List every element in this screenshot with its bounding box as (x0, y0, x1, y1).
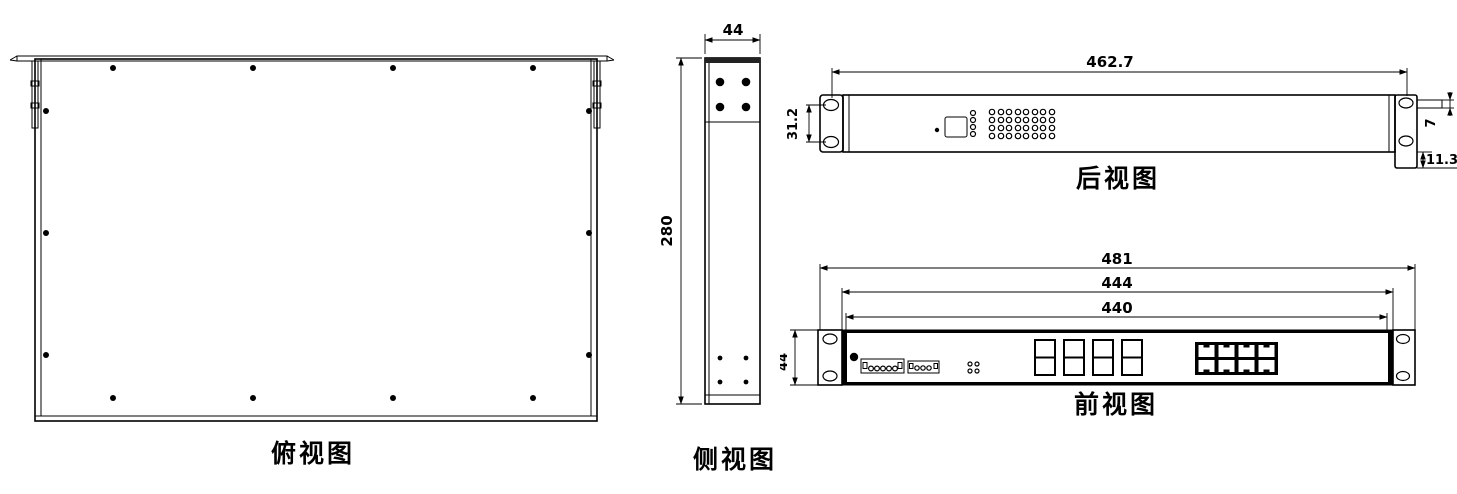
side-view-dim-width: 44 (704, 21, 761, 54)
rear-view-label: 后视图 (1076, 165, 1160, 193)
front-view-dim-flange: 444 (841, 274, 1394, 330)
front-view-right-ear (1392, 329, 1416, 386)
side-view: 44 280 侧视图 (640, 8, 830, 486)
rear-view-vent-grid (988, 108, 1056, 140)
top-view-drawing: 俯视图 (9, 55, 615, 468)
svg-text:44: 44 (723, 21, 744, 39)
side-view-dim-height: 280 (658, 57, 702, 405)
svg-text:7: 7 (1424, 118, 1439, 127)
rear-view-right-ear (1394, 94, 1443, 169)
side-view-body-outline (704, 57, 761, 405)
side-view-upper-screws (715, 77, 751, 112)
top-view-left-bracket (30, 60, 40, 129)
side-view-body-details (705, 58, 760, 404)
front-view-dim-body: 440 (845, 299, 1388, 330)
front-view-body-outline (841, 329, 1394, 386)
svg-text:31.2: 31.2 (786, 108, 801, 140)
top-view-screws (43, 65, 592, 401)
svg-text:280: 280 (658, 215, 676, 246)
front-view-terminal-block-2 (907, 360, 940, 374)
rear-view-body-outline (842, 94, 1396, 153)
side-view-label: 侧视图 (693, 445, 777, 474)
side-view-lower-screws (717, 355, 749, 385)
front-view-drawing: 481 444 440 44 (780, 250, 1416, 419)
front-view-module-slots (1034, 339, 1143, 376)
front-view: 481 444 440 44 (780, 250, 1457, 422)
front-view-led-dots (967, 361, 980, 374)
rear-view-dim-width: 462.7 (831, 53, 1408, 98)
rear-view-vent-column (969, 109, 977, 138)
front-view-label: 前视图 (1074, 390, 1158, 419)
top-view-inner-edges (35, 59, 597, 417)
rear-view-ground-dot (934, 127, 940, 133)
svg-text:462.7: 462.7 (1086, 53, 1133, 71)
rear-view-panel-seams (848, 95, 1390, 152)
front-view-ground-stud (849, 352, 859, 362)
svg-text:44: 44 (780, 353, 791, 371)
front-view-left-ear (817, 329, 843, 386)
top-view-right-bracket (592, 60, 602, 129)
side-view-drawing: 44 280 侧视图 (658, 21, 777, 474)
top-view: 俯视图 (8, 42, 630, 482)
rear-view-dim-hole-spacing: 31.2 (786, 104, 826, 143)
rear-view-dim-tab: 7 (1424, 92, 1454, 128)
svg-text:440: 440 (1101, 299, 1132, 317)
top-view-flange (9, 55, 615, 62)
rear-view-power-socket (944, 116, 968, 138)
rear-view-dim-ear-drop: 11.3 (1417, 151, 1457, 169)
front-view-rj45-block (1195, 342, 1278, 375)
front-view-dim-height: 44 (780, 329, 818, 386)
top-view-label: 俯视图 (271, 439, 355, 468)
rear-view: 462.7 31.2 (780, 40, 1457, 198)
front-view-terminal-block-1 (860, 358, 905, 374)
rear-view-drawing: 462.7 31.2 (786, 53, 1457, 193)
svg-text:11.3: 11.3 (1426, 153, 1457, 168)
front-view-dim-overall: 481 (819, 250, 1416, 330)
top-view-chassis-outline (34, 58, 598, 422)
svg-text:481: 481 (1101, 250, 1132, 268)
svg-text:444: 444 (1101, 274, 1132, 292)
rear-view-left-ear (819, 94, 844, 153)
